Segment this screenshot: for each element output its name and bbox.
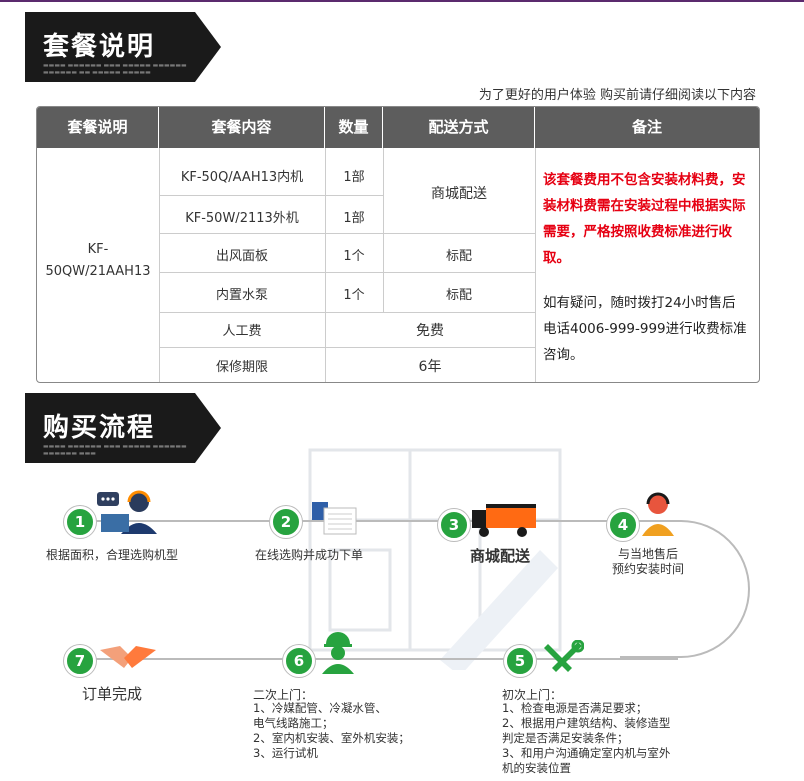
- divider: [159, 148, 160, 382]
- step-6-detail: 电气线路施工；: [253, 716, 334, 730]
- step-5-detail: 2、根据用户建筑结构、装修造型: [502, 716, 671, 730]
- banner-decoration: ▬▬▬▬ ▬▬▬▬▬▬ ▬▬▬ ▬▬▬▬▬ ▬▬▬▬▬▬ ▬▬▬▬▬▬ ▬▬▬: [43, 443, 187, 457]
- header-content: 套餐内容: [159, 107, 325, 148]
- step-6-detail: 3、运行试机: [253, 746, 318, 760]
- step-5-detail: 1、检查电源是否满足要求；: [502, 701, 648, 715]
- header-remarks: 备注: [631, 118, 662, 136]
- installer-icon: [322, 632, 354, 674]
- divider: [383, 148, 384, 312]
- warranty-value: 6年: [418, 359, 442, 375]
- delivery-truck-icon: [472, 504, 536, 537]
- divider: [159, 312, 535, 313]
- package-section-banner: 套餐说明 ▬▬▬▬ ▬▬▬▬▬▬ ▬▬▬ ▬▬▬▬▬ ▬▬▬▬▬▬ ▬▬▬▬▬▬…: [25, 12, 221, 82]
- purchase-notice: 为了更好的用户体验 购买前请仔细阅读以下内容: [478, 88, 756, 103]
- divider: [159, 233, 535, 234]
- table-row-delivery: 标配: [445, 249, 472, 264]
- table-row-delivery: 标配: [445, 288, 472, 303]
- flow-track-bottom: [78, 658, 678, 660]
- step-5-badge: 5: [504, 645, 536, 677]
- step-5-label: 初次上门：: [502, 688, 563, 702]
- divider: [159, 272, 535, 273]
- remark-hotline: 如有疑问，随时拨打24小时售后电话4006-999-999进行收费标准咨询。: [543, 295, 747, 363]
- process-section-banner: 购买流程 ▬▬▬▬ ▬▬▬▬▬▬ ▬▬▬ ▬▬▬▬▬ ▬▬▬▬▬▬ ▬▬▬▬▬▬…: [25, 393, 221, 463]
- table-row-item: KF-50W/2113外机: [185, 211, 299, 226]
- tools-icon: [544, 640, 584, 672]
- labor-fee-value: 免费: [416, 323, 444, 339]
- divider: [159, 347, 535, 348]
- package-section-title: 套餐说明: [43, 32, 156, 62]
- table-row-item: 保修期限: [215, 360, 268, 375]
- after-sales-agent-icon: [642, 492, 674, 536]
- package-model: KF-50QW/21AAH13: [45, 242, 151, 279]
- step-6-label: 二次上门：: [253, 688, 314, 702]
- step-7-badge: 7: [64, 645, 96, 677]
- table-row-qty: 1个: [343, 249, 365, 264]
- banner-arrow: [195, 12, 221, 82]
- step-5-detail: 判定是否满足安装条件；: [502, 731, 629, 745]
- table-row-item: 出风面板: [215, 249, 268, 264]
- step-2-label: 在线选购并成功下单: [255, 548, 364, 562]
- header-package: 套餐说明: [37, 107, 159, 148]
- table-header: 套餐说明 套餐内容 数量 配送方式 备注: [37, 107, 759, 148]
- order-document-icon: [312, 502, 357, 535]
- step-3-badge: 3: [438, 509, 470, 541]
- remark-install-fee: 该套餐费用不包含安装材料费，安装材料费需在安装过程中根据实际需要，严格按照收费标…: [543, 172, 746, 266]
- step-5-detail: 3、和用户沟通确定室内机与室外: [502, 746, 671, 760]
- table-row-qty: 1个: [343, 288, 365, 303]
- step-7-label: 订单完成: [82, 685, 143, 703]
- table-row-qty: 1部: [343, 170, 365, 185]
- step-1-label: 根据面积，合理选购机型: [46, 548, 179, 562]
- package-table: 套餐说明 套餐内容 数量 配送方式 备注 KF-50QW/21AAH13 KF-…: [36, 106, 760, 383]
- banner-background: [25, 12, 195, 82]
- header-quantity: 数量: [325, 107, 383, 148]
- divider: [325, 148, 326, 382]
- banner-decoration: ▬▬▬▬ ▬▬▬▬▬▬ ▬▬▬ ▬▬▬▬▬ ▬▬▬▬▬▬ ▬▬▬▬▬▬ ▬▬ ▬…: [43, 62, 187, 76]
- divider: [159, 195, 383, 196]
- table-row-qty: 1部: [343, 211, 365, 226]
- header-delivery: 配送方式: [383, 107, 535, 148]
- banner-background: [25, 393, 195, 463]
- flow-track-curve: [620, 520, 750, 658]
- step-1-badge: 1: [64, 506, 96, 538]
- table-row-item: 人工费: [222, 324, 262, 339]
- step-6-badge: 6: [283, 645, 315, 677]
- step-2-badge: 2: [270, 506, 302, 538]
- top-border: [0, 0, 804, 2]
- step-4-badge: 4: [607, 509, 639, 541]
- step-4-label: 与当地售后 预约安装时间: [612, 547, 685, 576]
- divider: [535, 148, 536, 382]
- process-section-title: 购买流程: [43, 413, 156, 443]
- delivery-method: 商城配送: [431, 186, 487, 202]
- table-row-item: KF-50Q/AAH13内机: [180, 170, 304, 185]
- step-3-label: 商城配送: [470, 547, 531, 565]
- step-6-detail: 1、冷媒配管、冷凝水管、: [253, 701, 387, 715]
- handshake-icon: [100, 646, 156, 668]
- step-6-detail: 2、室内机安装、室外机安装；: [253, 731, 410, 745]
- table-row-item: 内置水泵: [215, 288, 268, 303]
- banner-arrow: [195, 393, 221, 463]
- customer-service-icon: [97, 490, 157, 534]
- step-5-detail: 机的安装位置: [502, 761, 571, 775]
